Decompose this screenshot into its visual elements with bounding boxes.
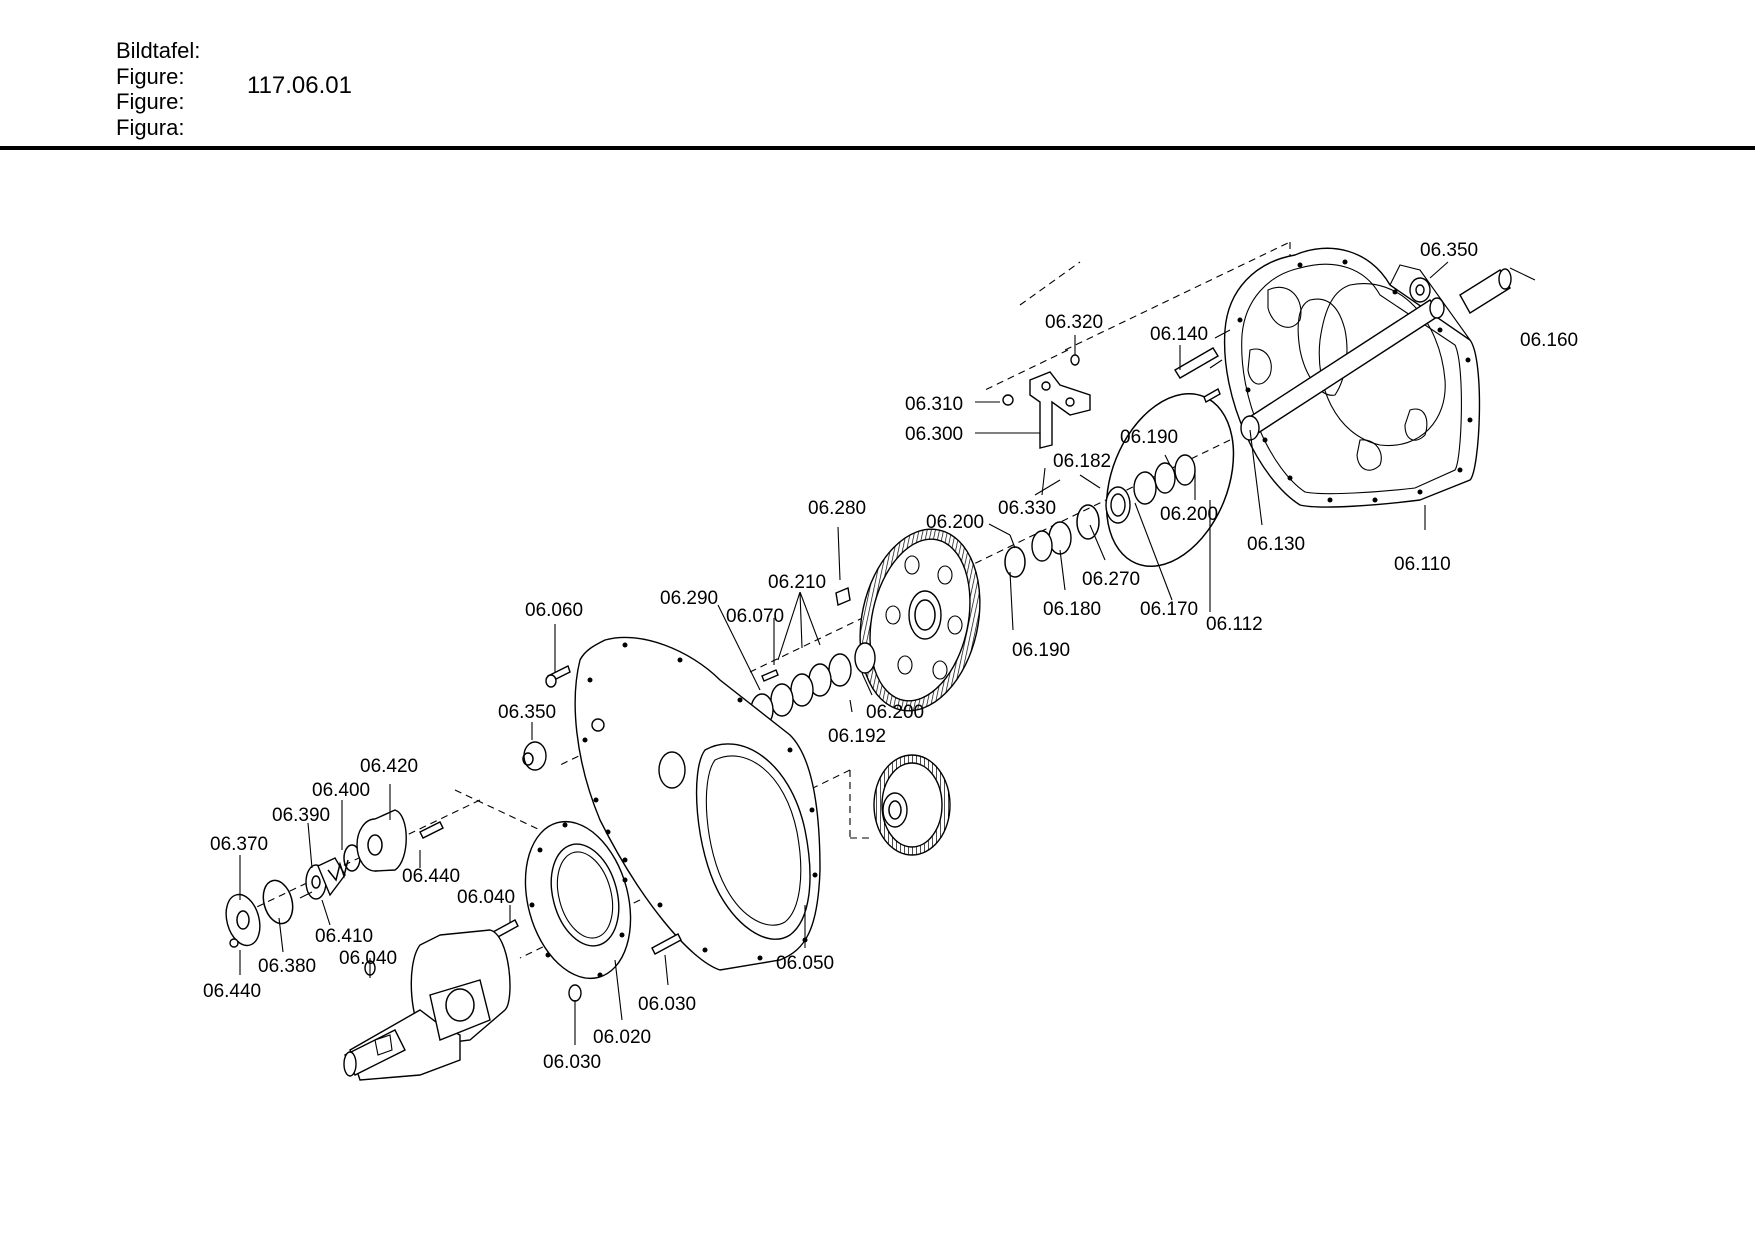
callout-06-200-mid: 06.200 bbox=[926, 512, 984, 533]
label-bildtafel: Bildtafel: bbox=[116, 38, 201, 63]
callout-06-350-left: 06.350 bbox=[498, 702, 556, 723]
drawing-header: Bildtafel: Figure: Figure: Figura: 117.0… bbox=[0, 0, 1755, 150]
housing-06-110 bbox=[1209, 247, 1481, 508]
callout-06-020: 06.020 bbox=[593, 1027, 651, 1048]
large-gear bbox=[859, 528, 981, 712]
callout-06-210: 06.210 bbox=[768, 572, 826, 593]
cover-06-420 bbox=[356, 809, 444, 872]
figure-label-stack: Bildtafel: Figure: Figure: Figura: bbox=[116, 38, 200, 140]
callout-06-180: 06.180 bbox=[1043, 599, 1101, 620]
callout-06-350-top: 06.350 bbox=[1420, 240, 1478, 261]
label-figure-fr: Figure: bbox=[116, 89, 185, 114]
callout-06-310: 06.310 bbox=[905, 394, 963, 415]
callout-06-040-upper: 06.040 bbox=[457, 887, 515, 908]
callout-06-330: 06.330 bbox=[998, 498, 1056, 519]
cover-plate-06-050 bbox=[574, 636, 821, 971]
callout-06-440-lower: 06.440 bbox=[203, 981, 261, 1002]
label-figura: Figura: bbox=[116, 114, 185, 140]
callout-06-070: 06.070 bbox=[726, 606, 784, 627]
callout-labels: 06.350 06.160 06.320 06.140 06.310 06.30… bbox=[203, 240, 1578, 1073]
callout-06-300: 06.300 bbox=[905, 424, 963, 445]
pump-housing bbox=[343, 929, 511, 1081]
callout-06-410: 06.410 bbox=[315, 926, 373, 947]
ring-set-upper bbox=[1004, 454, 1196, 578]
bolt-06-060 bbox=[545, 665, 571, 688]
header-rule bbox=[0, 146, 1755, 150]
callout-06-030-right: 06.030 bbox=[638, 994, 696, 1015]
callout-06-420: 06.420 bbox=[360, 756, 418, 777]
callout-06-192: 06.192 bbox=[828, 726, 886, 747]
callout-06-200-low: 06.200 bbox=[866, 702, 924, 723]
callout-06-390: 06.390 bbox=[272, 805, 330, 826]
callout-06-160: 06.160 bbox=[1520, 330, 1578, 351]
callout-06-320: 06.320 bbox=[1045, 312, 1103, 333]
leader-lines bbox=[239, 261, 1536, 1045]
spring-06-400 bbox=[299, 859, 349, 899]
callout-06-380: 06.380 bbox=[258, 956, 316, 977]
adapter-flange-06-370 bbox=[225, 893, 261, 948]
callout-06-440-upper: 06.440 bbox=[402, 866, 460, 887]
callout-06-112: 06.112 bbox=[1206, 614, 1263, 635]
small-gear bbox=[873, 754, 951, 856]
callout-06-030-left: 06.030 bbox=[543, 1052, 601, 1073]
callout-06-050: 06.050 bbox=[776, 953, 834, 974]
callout-06-270: 06.270 bbox=[1082, 569, 1140, 590]
stud-06-030 bbox=[568, 933, 682, 1002]
label-figure-en: Figure: bbox=[116, 63, 185, 89]
callout-06-110: 06.110 bbox=[1394, 554, 1451, 575]
callout-06-182: 06.182 bbox=[1053, 451, 1111, 472]
nut-06-350-top bbox=[1409, 277, 1431, 303]
callout-06-060: 06.060 bbox=[525, 600, 583, 621]
callout-06-400: 06.400 bbox=[312, 780, 370, 801]
callout-06-290: 06.290 bbox=[660, 588, 718, 609]
callout-06-130: 06.130 bbox=[1247, 534, 1305, 555]
o-ring-06-380 bbox=[262, 879, 294, 925]
callout-06-200-right: 06.200 bbox=[1160, 504, 1218, 525]
callout-06-140: 06.140 bbox=[1150, 324, 1208, 345]
lever-06-300 bbox=[1002, 347, 1221, 449]
shaft-06-160 bbox=[1459, 268, 1512, 314]
callout-06-170: 06.170 bbox=[1140, 599, 1198, 620]
callout-06-280: 06.280 bbox=[808, 498, 866, 519]
callout-06-040-lower: 06.040 bbox=[339, 948, 397, 969]
bearing-flange-06-020 bbox=[524, 820, 632, 980]
callout-06-190-mid: 06.190 bbox=[1012, 640, 1070, 661]
figure-number: 117.06.01 bbox=[247, 72, 352, 99]
nut-06-350-left bbox=[522, 741, 547, 771]
callout-06-370: 06.370 bbox=[210, 834, 268, 855]
callout-06-190-top: 06.190 bbox=[1120, 427, 1178, 448]
